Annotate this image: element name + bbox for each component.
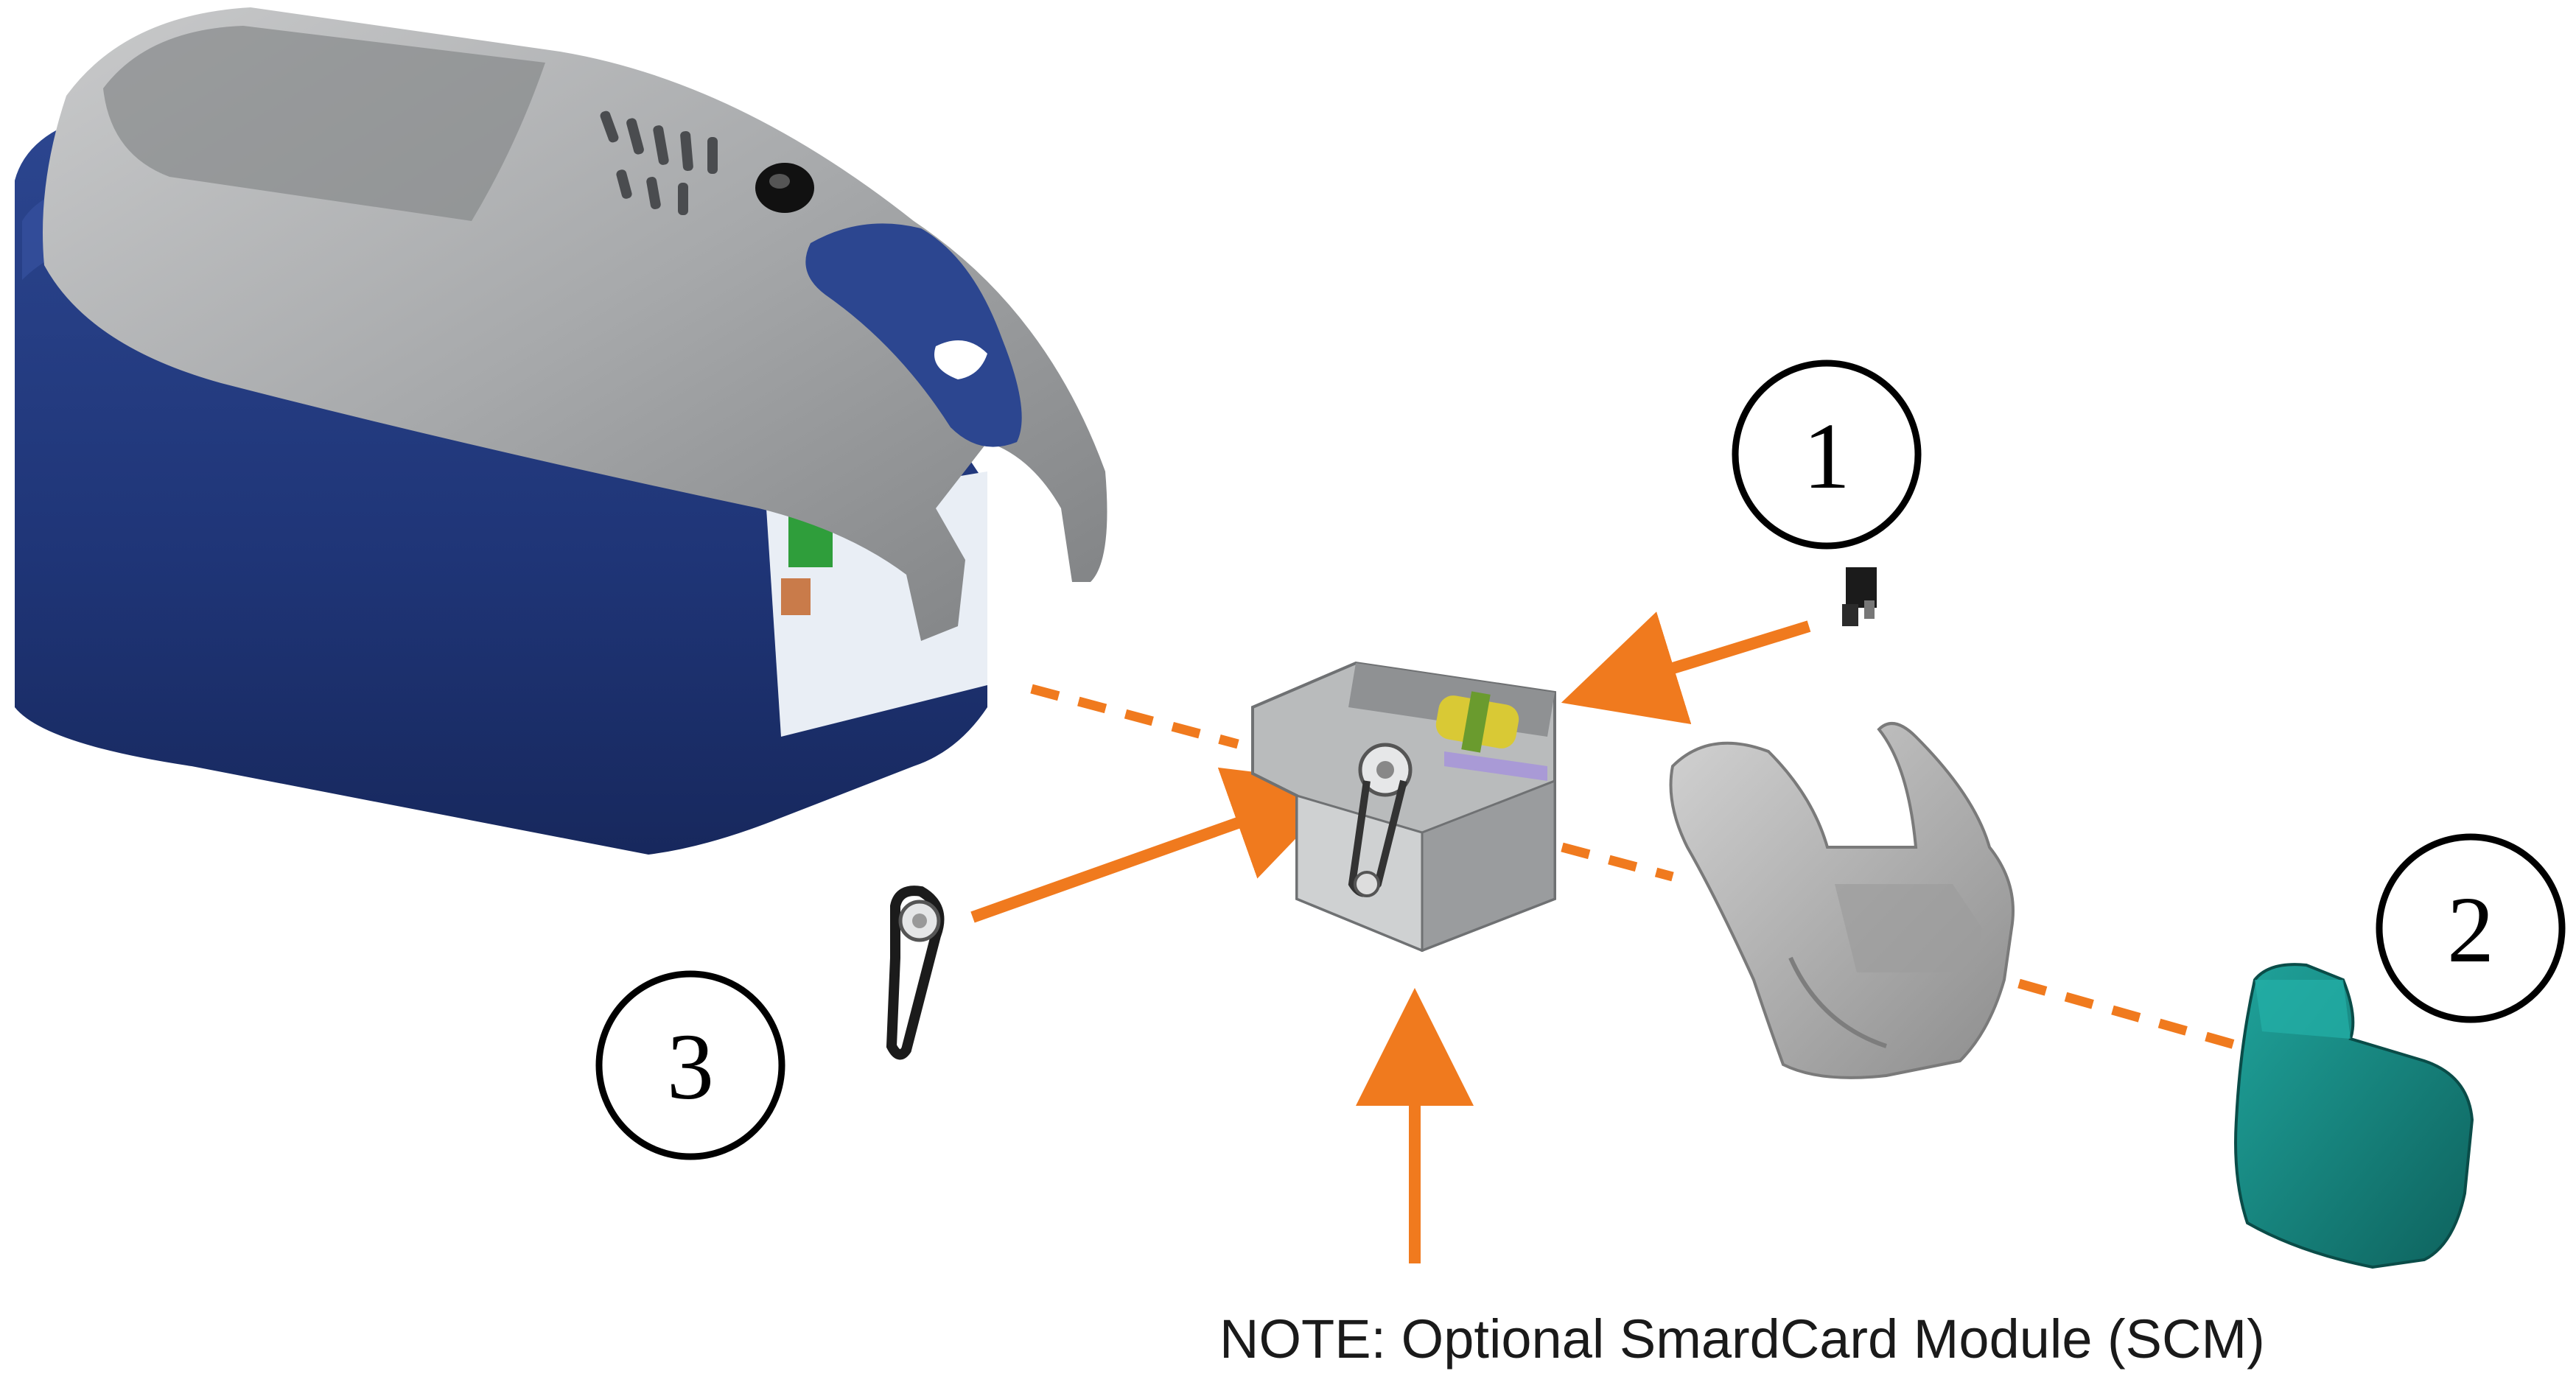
- vent-slots: [600, 111, 718, 215]
- arrow-connector: [1561, 611, 1811, 725]
- printer-window: [103, 26, 545, 221]
- power-button: [755, 163, 814, 213]
- callout-label: 1: [1803, 404, 1850, 508]
- callout-1: 1: [1732, 360, 1922, 550]
- arrow-belt: [970, 767, 1349, 923]
- connector: [1842, 567, 1877, 626]
- callout-label: 3: [667, 1014, 714, 1119]
- smartcard-module: [1251, 661, 1556, 953]
- callout-label: 2: [2447, 877, 2494, 982]
- printer: [15, 7, 1107, 855]
- note-text: NOTE: Optional SmardCard Module (SCM): [1219, 1308, 2265, 1370]
- belt-part: [886, 886, 945, 1060]
- guide-lines: [1030, 684, 2241, 1051]
- callout-2: 2: [2376, 833, 2566, 1023]
- arrows: [970, 611, 1811, 1263]
- panel-indicator: [934, 340, 987, 379]
- side-cover: [1669, 722, 2015, 1079]
- printer-control-panel: [805, 223, 1022, 447]
- printer-internal-part: [781, 578, 811, 615]
- smartcard-cover: [2234, 963, 2474, 1269]
- callout-3: 3: [595, 970, 785, 1160]
